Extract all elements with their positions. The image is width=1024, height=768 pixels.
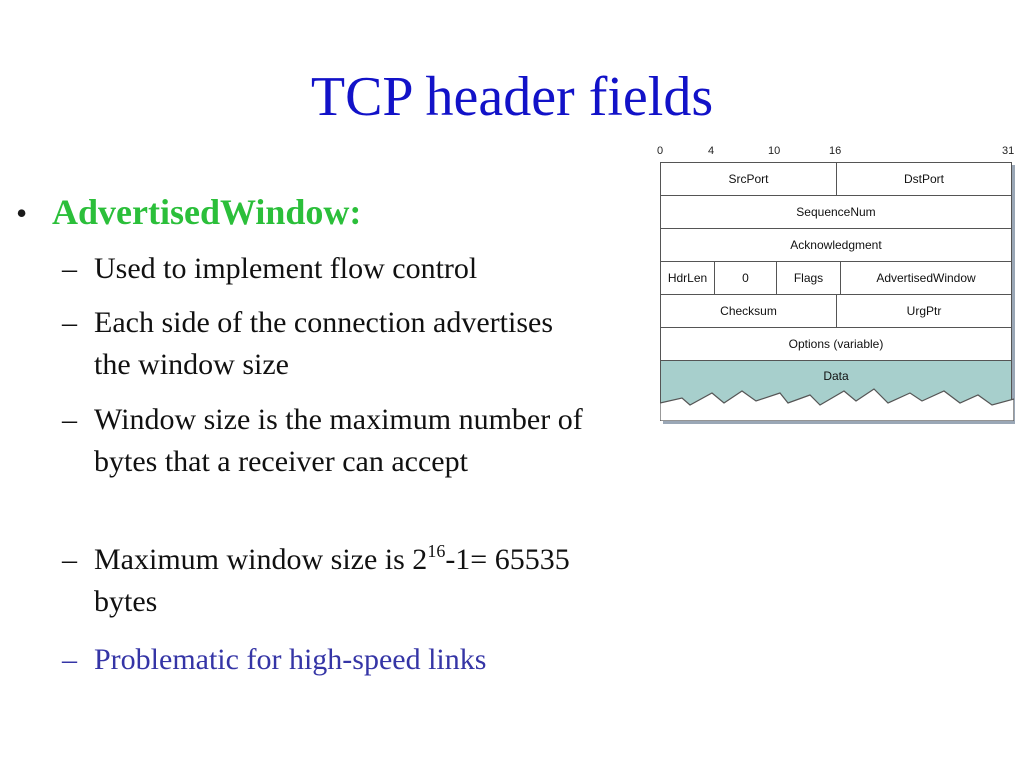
sub-item-2: – Each side of the connection advertises… <box>62 302 594 386</box>
sub-item-3: – Window size is the maximum number of b… <box>62 399 594 483</box>
bit-label-10: 10 <box>768 145 781 157</box>
main-bullet: • AdvertisedWindow: <box>16 188 361 237</box>
sub-item-text: Maximum window size is 216-1= 65535 byte… <box>94 539 594 623</box>
header-table: SrcPort DstPort SequenceNum Acknowledgme… <box>660 162 1014 421</box>
header-row-checksum: Checksum UrgPtr <box>660 294 1012 327</box>
field-srcport: SrcPort <box>661 163 837 195</box>
sub-item-text: Each side of the connection advertises t… <box>94 306 553 381</box>
dash-marker: – <box>62 403 77 436</box>
bit-label-16: 16 <box>829 145 842 157</box>
header-row-seq: SequenceNum <box>660 195 1012 228</box>
header-row-ports: SrcPort DstPort <box>660 162 1012 195</box>
dash-marker: – <box>62 306 77 339</box>
max-window-text-after: -1= 65535 bytes <box>94 543 570 618</box>
field-flags: Flags <box>777 262 841 294</box>
field-acknowledgment: Acknowledgment <box>790 238 882 252</box>
header-row-flags: HdrLen 0 Flags AdvertisedWindow <box>660 261 1012 294</box>
field-reserved: 0 <box>715 262 777 294</box>
header-row-options: Options (variable) <box>660 327 1012 360</box>
sub-item-5: – Problematic for high-speed links <box>62 639 594 681</box>
sub-item-text: Used to implement flow control <box>94 252 478 285</box>
max-window-text-before: Maximum window size is 2 <box>94 543 428 576</box>
field-options: Options (variable) <box>788 337 884 351</box>
field-hdrlen: HdrLen <box>661 262 715 294</box>
dash-marker: – <box>62 643 77 676</box>
slide-title: TCP header fields <box>310 66 714 128</box>
sub-item-1: – Used to implement flow control <box>62 248 594 290</box>
bullet-dot-icon: • <box>16 195 28 231</box>
torn-edge-graphic <box>660 388 1014 421</box>
data-label: Data <box>823 369 849 383</box>
field-sequencenum: SequenceNum <box>796 205 876 219</box>
field-dstport: DstPort <box>903 172 944 186</box>
dash-marker: – <box>62 543 77 576</box>
data-section: Data <box>660 360 1014 421</box>
exponent-superscript: 16 <box>427 541 446 561</box>
field-urgptr: UrgPtr <box>906 304 942 318</box>
bit-label-31: 31 <box>1002 145 1015 157</box>
header-row-ack: Acknowledgment <box>660 228 1012 261</box>
tcp-header-diagram: 0 4 10 16 31 SrcPort DstPort SequenceNum… <box>652 142 1024 432</box>
field-checksum: Checksum <box>661 295 837 327</box>
bullet-heading: AdvertisedWindow: <box>52 192 362 232</box>
bit-label-0: 0 <box>657 145 664 157</box>
sub-item-4: – Maximum window size is 216-1= 65535 by… <box>62 539 594 623</box>
sub-item-text: Window size is the maximum number of byt… <box>94 403 583 478</box>
field-advertisedwindow: AdvertisedWindow <box>876 271 976 285</box>
dash-marker: – <box>62 252 77 285</box>
sub-item-text: Problematic for high-speed links <box>94 643 487 676</box>
bit-label-4: 4 <box>708 145 715 157</box>
